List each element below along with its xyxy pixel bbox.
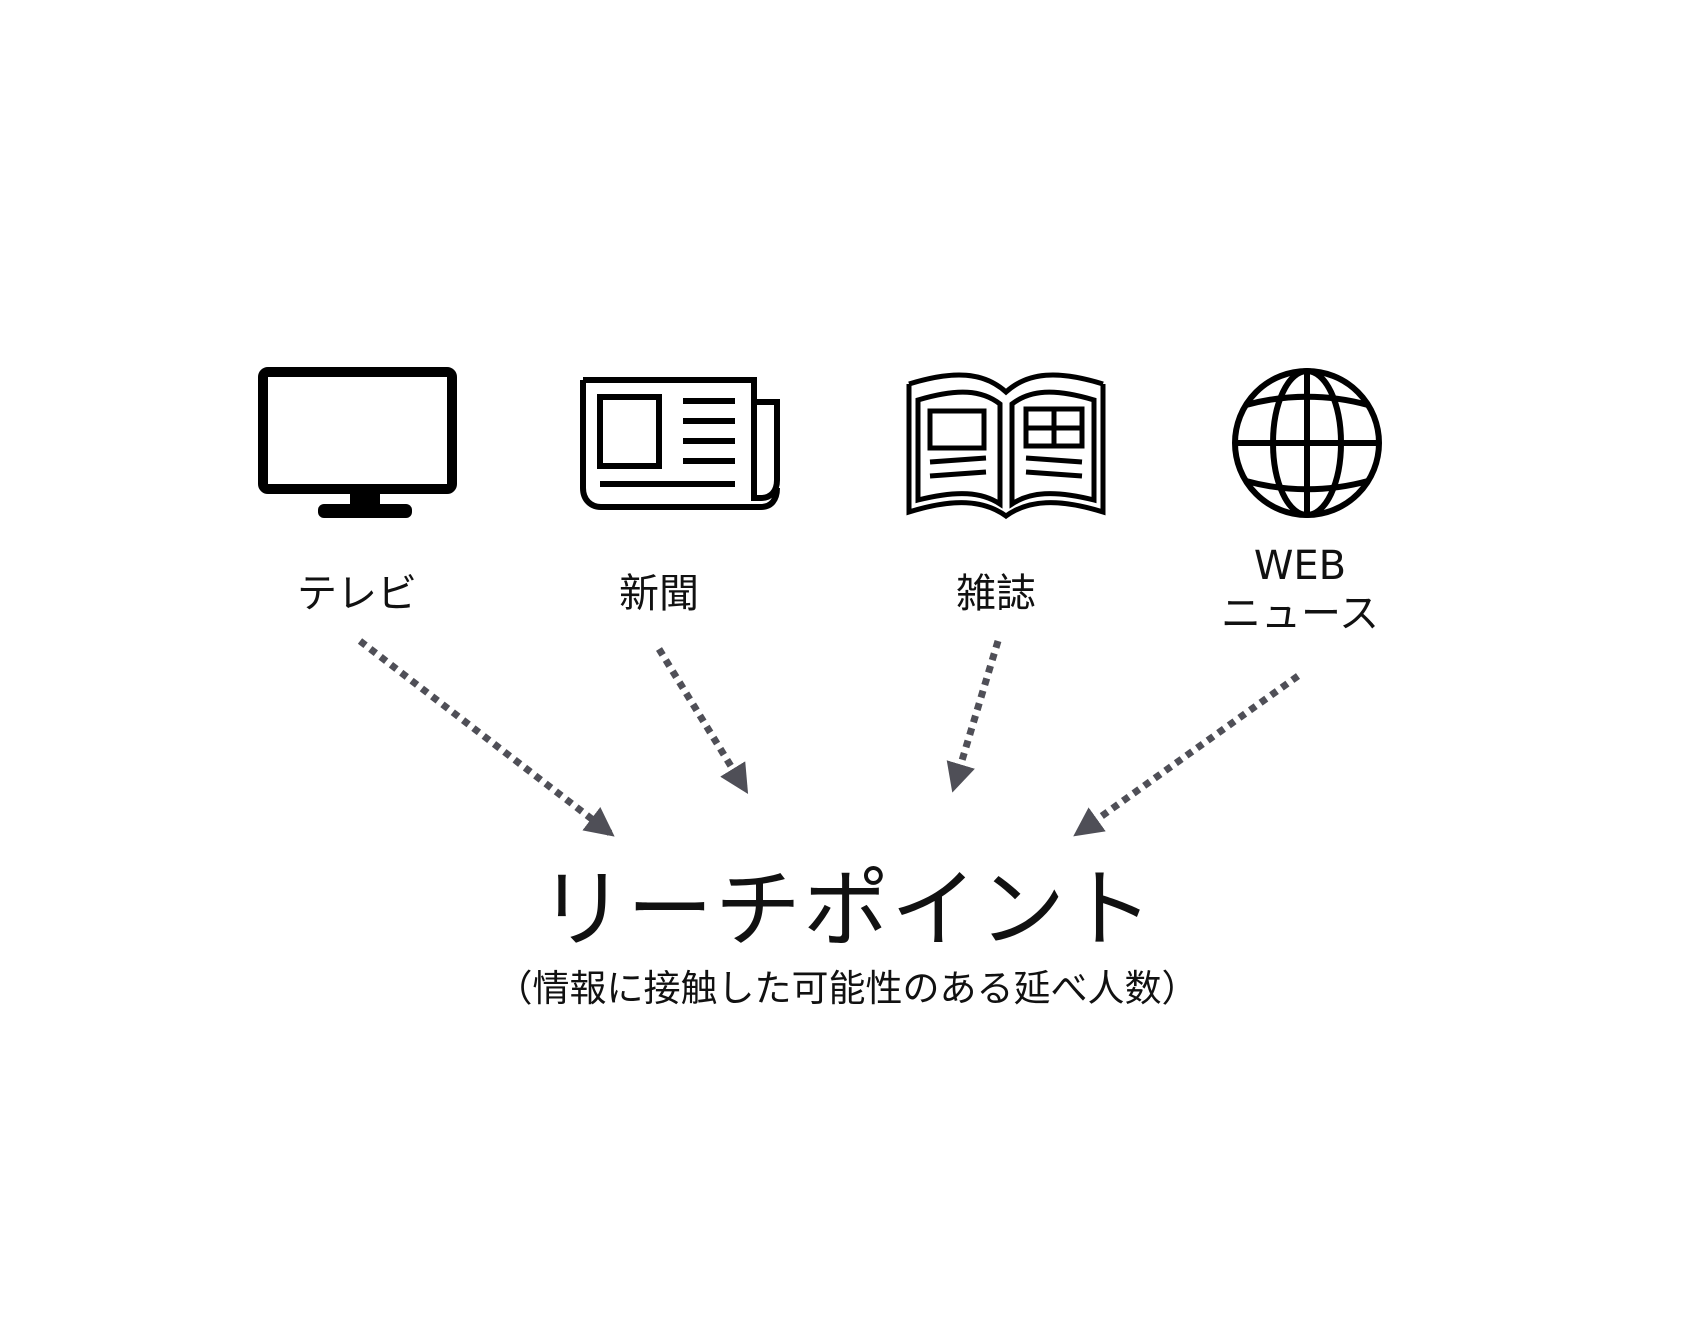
television-icon bbox=[258, 367, 457, 518]
magazine-label: 雑誌 bbox=[956, 571, 1036, 617]
tv-label: テレビ bbox=[297, 571, 417, 617]
open-magazine-icon bbox=[906, 372, 1106, 520]
globe-icon bbox=[1232, 368, 1382, 518]
newspaper-icon bbox=[580, 377, 780, 510]
arrow-web-to-reach bbox=[1073, 673, 1301, 837]
reach-point-subtitle: （情報に接触した可能性のある延べ人数） bbox=[495, 967, 1199, 1010]
arrow-magazine-to-reach bbox=[946, 639, 1002, 793]
arrow-newspaper-to-reach bbox=[656, 647, 749, 795]
web-label-line-1: WEB bbox=[1253, 543, 1347, 589]
newspaper-label: 新聞 bbox=[619, 571, 699, 617]
arrow-tv-to-reach bbox=[357, 638, 615, 837]
web-news-label: WEB ニュース bbox=[1221, 542, 1379, 638]
reach-point-title: リーチポイント bbox=[539, 860, 1155, 960]
web-label-line-2: ニュース bbox=[1221, 591, 1379, 637]
